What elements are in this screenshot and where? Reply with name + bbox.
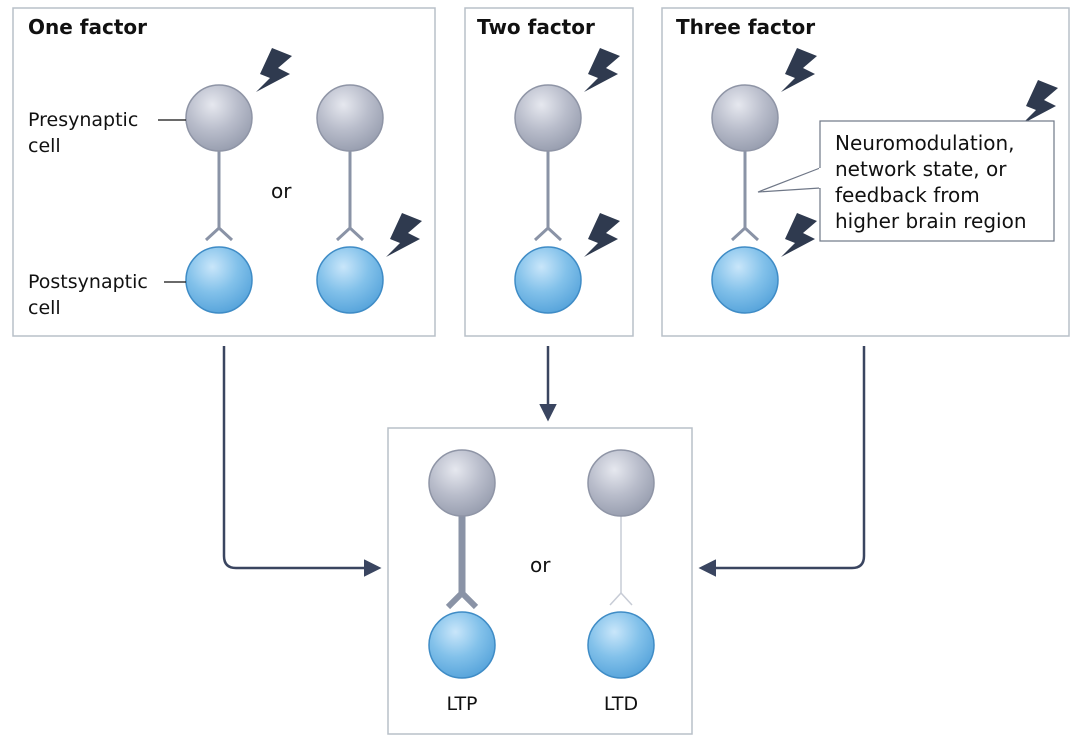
postsynaptic-cell — [514, 246, 582, 314]
presynaptic-cell — [428, 449, 496, 517]
arrow-three-factor-to-outcome — [698, 346, 866, 577]
postsynaptic-cell — [428, 611, 496, 679]
callout-line-2: network state, or — [835, 157, 1007, 181]
callout-line-1: Neuromodulation, — [835, 131, 1015, 155]
presynaptic-cell — [316, 84, 384, 152]
presynaptic-cell — [185, 84, 253, 152]
postsynaptic-cell — [587, 611, 655, 679]
ltp-pair — [428, 449, 496, 679]
or-bottom: or — [530, 553, 551, 577]
panel-three-title: Three factor — [676, 15, 815, 39]
postsynaptic-cell — [185, 246, 253, 314]
two-factor-pair — [514, 48, 620, 314]
three-factor-pair — [711, 48, 1058, 314]
presynaptic-label-line1: Presynaptic — [28, 109, 138, 131]
callout-line-4: higher brain region — [835, 209, 1027, 233]
presynaptic-cell — [587, 449, 655, 517]
postsynaptic-cell — [316, 246, 384, 314]
neuromodulation-callout: Neuromodulation, network state, or feedb… — [757, 120, 1055, 242]
panel-one-title: One factor — [28, 15, 147, 39]
one-factor-pair-right — [316, 84, 422, 314]
presynaptic-cell — [711, 84, 779, 152]
ltp-label: LTP — [446, 693, 477, 715]
arrow-one-factor-to-outcome — [222, 346, 382, 577]
presynaptic-label-line2: cell — [28, 135, 61, 157]
postsynaptic-label-line2: cell — [28, 297, 61, 319]
ltd-label: LTD — [604, 693, 638, 715]
postsynaptic-cell — [711, 246, 779, 314]
panel-two-title: Two factor — [477, 15, 595, 39]
callout-line-3: feedback from — [835, 183, 980, 207]
presynaptic-cell — [514, 84, 582, 152]
or-top: or — [271, 179, 292, 203]
postsynaptic-label-line1: Postsynaptic — [28, 271, 148, 293]
one-factor-pair-left — [185, 48, 292, 314]
ltd-pair — [587, 449, 655, 679]
